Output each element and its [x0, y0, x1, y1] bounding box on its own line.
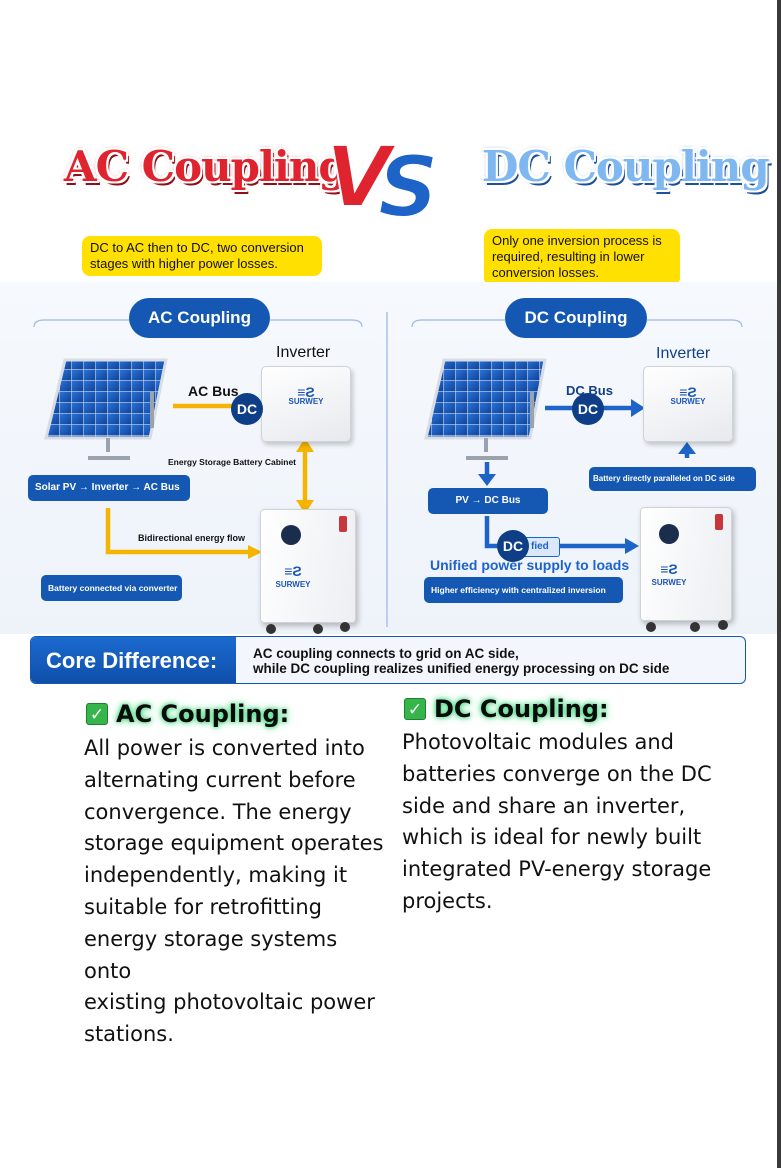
ac-inverter-brand: SURWEY: [288, 397, 324, 406]
cabinet-logo-icon: ≡Ƨ: [660, 561, 678, 577]
ac-body-line: independently, making it: [84, 863, 348, 888]
ac-battery-box: Battery connected via converter: [41, 575, 182, 601]
dc-note-line: Only one inversion process is: [492, 233, 662, 248]
dc-loss-note: Only one inversion process is required, …: [484, 229, 680, 286]
dc-body-line: integrated PV-energy storage: [402, 857, 712, 882]
core-difference-label: Core Difference:: [31, 637, 236, 683]
ac-bidirectional-label: Bidirectional energy flow: [138, 533, 246, 543]
dc-battery-cabinet: ≡Ƨ SURWEY: [640, 507, 732, 621]
check-icon: ✓: [404, 698, 426, 720]
dc-body-line: which is ideal for newly built: [402, 825, 702, 850]
inverter-logo-icon: ≡Ƨ: [679, 384, 697, 400]
ac-loss-note: DC to AC then to DC, two conversion stag…: [82, 236, 322, 276]
dc-flow-box: PV → DC Bus: [428, 488, 548, 514]
wheel-icon: [340, 622, 350, 632]
ac-body-line: suitable for retrofitting: [84, 894, 323, 919]
ac-note-line: DC to AC then to DC, two conversion: [90, 240, 304, 255]
dc-cabinet-brand: SURWEY: [651, 578, 687, 587]
dc-body-line: projects.: [402, 888, 493, 913]
dc-note-line: required, resulting in lower: [492, 249, 645, 264]
dc-body-line: Photovoltaic modules and: [402, 730, 674, 754]
cabinet-switch-icon: [715, 514, 723, 530]
dc-parallel-box: Battery directly paralleled on DC side: [589, 467, 756, 491]
inverter-logo-icon: ≡Ƨ: [297, 384, 315, 400]
title-dc-coupling: DC Coupling: [482, 142, 770, 191]
dc-header-rule: [411, 319, 743, 328]
check-icon: ✓: [86, 703, 108, 725]
dc-inverter-brand: SURWEY: [670, 397, 706, 406]
dc-inverter-label: Inverter: [656, 345, 711, 362]
dc-body-line: side and share an inverter,: [402, 793, 686, 818]
core-difference-bar: Core Difference: AC coupling connects to…: [30, 636, 746, 684]
dc-solar-panel: [424, 358, 547, 460]
ac-body-line: storage equipment operates: [84, 831, 384, 856]
ac-cabinet-brand: SURWEY: [275, 580, 311, 589]
ac-flow-box: Solar PV → Inverter → AC Bus: [28, 475, 190, 501]
title-ac-coupling: AC Coupling: [64, 142, 348, 191]
vs-logo: V S: [325, 128, 440, 224]
dc-body-line: batteries converge on the DC: [402, 761, 712, 786]
wheel-icon: [646, 622, 656, 632]
core-line: while DC coupling realizes unified energ…: [253, 661, 670, 676]
ac-cabinet-label: Energy Storage Battery Cabinet: [168, 457, 297, 467]
dc-panel-header: DC Coupling: [505, 298, 647, 338]
vs-letter-s: S: [378, 138, 439, 224]
dc-note-line: conversion losses.: [492, 265, 599, 280]
wheel-icon: [313, 624, 323, 634]
wheel-icon: [718, 620, 728, 630]
dc-bus-label: DC Bus: [566, 383, 613, 398]
dc-efficiency-box: Higher efficiency with centralized inver…: [424, 577, 623, 603]
dc-section-heading: ✓ DC Coupling:: [404, 695, 609, 723]
dc-section-title: DC Coupling:: [434, 695, 609, 723]
ac-body-line: alternating current before: [84, 767, 356, 792]
dc-inverter-unit: ≡Ƨ SURWEY: [643, 366, 733, 442]
diagram-artwork: [33, 312, 743, 627]
cabinet-switch-icon: [339, 516, 347, 532]
cabinet-screen-icon: [659, 524, 679, 544]
ac-bus-label: AC Bus: [188, 383, 239, 399]
ac-section-heading: ✓ AC Coupling:: [86, 700, 289, 728]
ac-note-line: stages with higher power losses.: [90, 256, 278, 271]
dc-bus-badge: DC: [572, 393, 604, 425]
wheel-icon: [266, 624, 276, 634]
ac-header-rule: [33, 319, 363, 328]
core-difference-text: AC coupling connects to grid on AC side,…: [253, 646, 669, 676]
dc-unified-text: Unified power supply to loads: [430, 557, 630, 573]
ac-section-body: All power is converted into alternating …: [84, 733, 384, 1051]
ac-body-line: existing photovoltaic power: [84, 990, 375, 1015]
ac-inverter-unit: ≡Ƨ SURWEY: [261, 366, 351, 442]
ac-battery-cabinet: ≡Ƨ SURWEY: [260, 509, 356, 623]
ac-solar-panel: [44, 358, 168, 460]
dc-unified-badge: DC: [497, 530, 529, 562]
ac-body-line: energy storage systems onto: [84, 926, 338, 983]
dc-unified-tag: fied: [522, 537, 560, 557]
cabinet-screen-icon: [281, 525, 301, 545]
core-line: AC coupling connects to grid on AC side,: [253, 646, 519, 661]
ac-body-line: All power is converted into: [84, 736, 365, 760]
ac-panel-header: AC Coupling: [129, 298, 270, 338]
right-edge-bar: [777, 0, 781, 1168]
cabinet-logo-icon: ≡Ƨ: [284, 563, 302, 579]
ac-inverter-label: Inverter: [276, 344, 331, 361]
dc-section-body: Photovoltaic modules and batteries conve…: [402, 727, 722, 918]
vs-letter-v: V: [326, 128, 397, 224]
ac-body-line: convergence. The energy: [84, 799, 352, 824]
wheel-icon: [690, 622, 700, 632]
ac-body-line: stations.: [84, 1022, 174, 1047]
ac-bus-badge: DC: [231, 393, 263, 425]
ac-section-title: AC Coupling:: [116, 700, 290, 728]
